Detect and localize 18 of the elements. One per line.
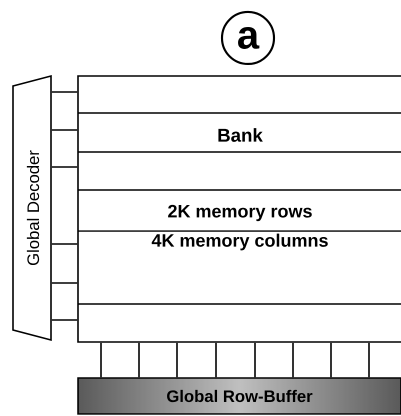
connector-line: [100, 342, 102, 378]
connector-line: [254, 342, 256, 378]
connector-line: [52, 129, 78, 131]
connector-line: [52, 166, 78, 168]
decoder-trapezoid: Global Decoder: [12, 74, 52, 342]
connector-line: [138, 342, 140, 378]
bank-array: Bank 2K memory rows 4K memory columns: [77, 75, 401, 343]
circled-letter: a: [220, 10, 276, 66]
connector-line: [52, 91, 78, 93]
connector-line: [176, 342, 178, 378]
row-buffer-bar: Global Row-Buffer: [77, 377, 401, 415]
connector-line: [52, 319, 78, 321]
connector-line: [292, 342, 294, 378]
connector-line: [52, 243, 78, 245]
connector-line: [330, 342, 332, 378]
connector-line: [215, 342, 217, 378]
connector-line: [368, 342, 370, 378]
connector-line: [52, 282, 78, 284]
